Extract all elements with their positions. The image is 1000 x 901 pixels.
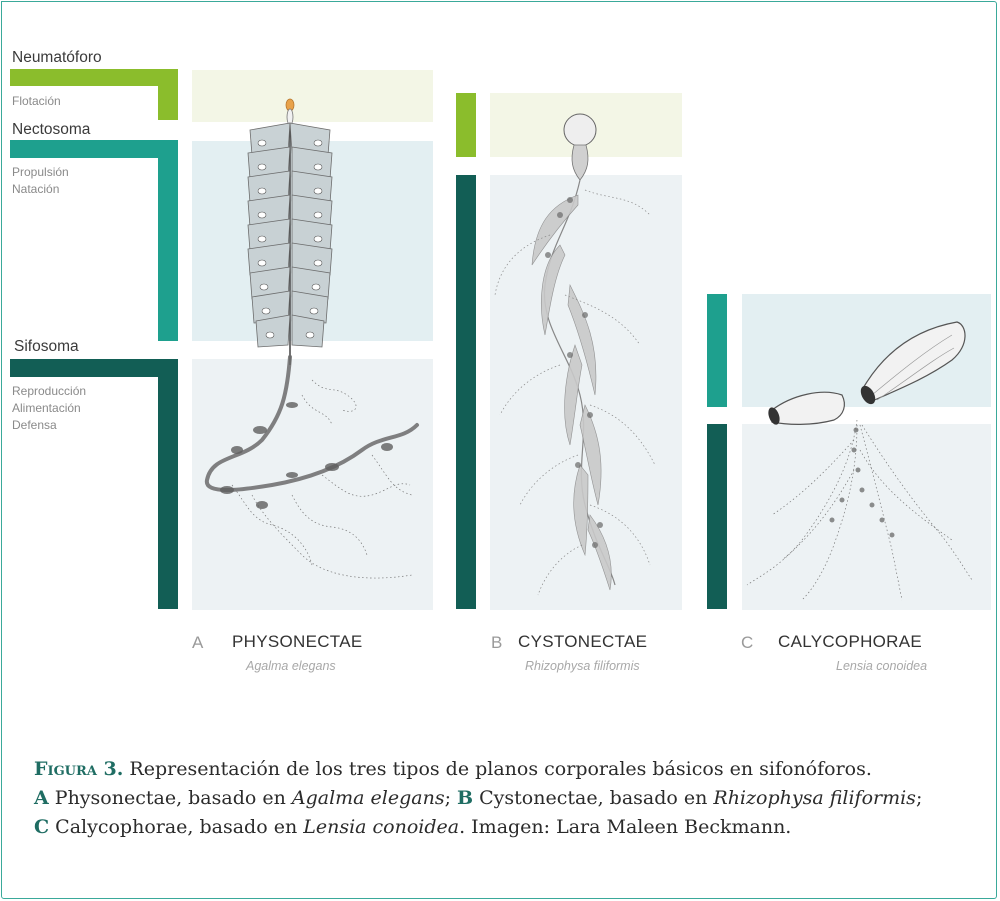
zone-label-siphosome: Sifosoma xyxy=(14,338,79,356)
col-b-siphosome-bar xyxy=(456,175,476,609)
caption-credit: . Imagen: Lara Maleen Beckmann. xyxy=(459,816,791,838)
label-cystonectae: CYSTONECTAE xyxy=(518,632,647,652)
caption-species-b: Rhizophysa filiformis xyxy=(713,787,916,809)
label-calycophorae: CALYCOPHORAE xyxy=(778,632,922,652)
zone-function-defense: Defensa xyxy=(12,417,57,434)
agalma-illustration xyxy=(192,95,452,615)
caption-key-a: A xyxy=(34,787,49,809)
col-c-nectosome-bar xyxy=(707,294,727,407)
label-letter-c: C xyxy=(741,633,753,653)
species-agalma-elegans: Agalma elegans xyxy=(246,659,336,673)
zone-function-feeding: Alimentación xyxy=(12,400,81,417)
label-letter-b: B xyxy=(491,633,502,653)
caption-line1: Representación de los tres tipos de plan… xyxy=(123,758,872,780)
caption-text-b: Cystonectae, basado en xyxy=(473,787,713,809)
caption-text-c: Calycophorae, basado en xyxy=(49,816,303,838)
lensia-illustration xyxy=(742,300,991,610)
zone-function-reproduction: Reproducción xyxy=(12,383,86,400)
siphosome-legend-bar-h xyxy=(10,359,178,377)
pneumatophore-legend-bar-v xyxy=(158,69,178,120)
col-c-siphosome-bar xyxy=(707,424,727,609)
caption-key-c: C xyxy=(34,816,49,838)
nectosome-legend-bar-v xyxy=(158,140,178,341)
species-rhizophysa-filiformis: Rhizophysa filiformis xyxy=(525,659,640,673)
caption-species-c: Lensia conoidea xyxy=(303,816,459,838)
pneumatophore-legend-bar-h xyxy=(10,69,178,86)
nectosome-legend-bar-h xyxy=(10,140,178,158)
zone-function-flotation: Flotación xyxy=(12,93,61,110)
col-b-pneumatophore-bar xyxy=(456,93,476,157)
label-physonectae: PHYSONECTAE xyxy=(232,632,363,652)
zone-function-propulsion: Propulsión xyxy=(12,164,69,181)
caption-sep-2: ; xyxy=(916,787,922,809)
zone-label-pneumatophore: Neumatóforo xyxy=(12,49,102,67)
caption-species-a: Agalma elegans xyxy=(292,787,445,809)
figure-caption: Figura 3. Representación de los tres tip… xyxy=(34,755,974,842)
rhizophysa-illustration xyxy=(490,105,682,605)
zone-function-swimming: Natación xyxy=(12,181,59,198)
zone-label-nectosome: Nectosoma xyxy=(12,121,90,139)
caption-sep-1: ; xyxy=(445,787,457,809)
pneumatophore-float-icon xyxy=(564,114,596,146)
figure-label: Figura 3. xyxy=(34,758,123,780)
species-lensia-conoidea: Lensia conoidea xyxy=(836,659,927,673)
caption-text-a: Physonectae, basado en xyxy=(49,787,292,809)
label-letter-a: A xyxy=(192,633,203,653)
siphosome-legend-bar-v xyxy=(158,359,178,609)
caption-key-b: B xyxy=(457,787,473,809)
